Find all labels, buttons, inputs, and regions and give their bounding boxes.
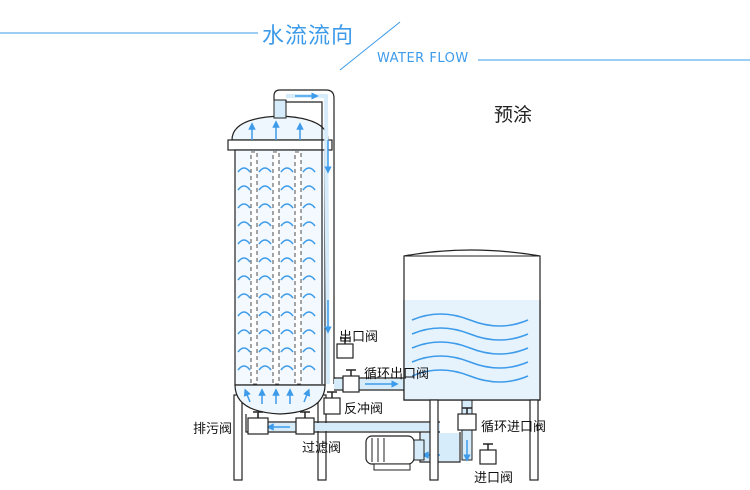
valve-icon <box>457 407 477 431</box>
label-circulation-outlet-valve: 循环出口阀 <box>364 367 430 382</box>
filter-element <box>294 151 302 385</box>
flow-arrow <box>237 185 251 191</box>
flow-arrow <box>237 293 251 299</box>
label-inlet-valve: 进口阀 <box>474 471 514 486</box>
header-title: 水流流向 <box>262 24 355 49</box>
label-filter-valve: 过滤阀 <box>302 441 342 456</box>
flow-arrow <box>237 239 251 245</box>
flow-arrow <box>280 293 294 299</box>
flow-arrow <box>280 203 294 209</box>
flow-arrow <box>237 203 251 209</box>
flow-arrow <box>237 275 251 281</box>
flow-arrow <box>258 311 272 317</box>
flow-arrow <box>237 347 251 353</box>
flow-arrow <box>280 311 294 317</box>
flow-arrow <box>258 185 272 191</box>
flow-arrow <box>258 239 272 245</box>
flow-arrow <box>280 257 294 263</box>
flow-arrow <box>280 275 294 281</box>
flow-arrow <box>258 293 272 299</box>
valve-icon <box>247 411 269 435</box>
flow-arrow <box>258 221 272 227</box>
flow-arrow <box>302 293 316 299</box>
label-circulation-inlet-valve: 循环进口阀 <box>481 420 547 435</box>
flow-arrow <box>302 203 316 209</box>
flow-arrow <box>258 167 272 173</box>
flow-arrow <box>243 388 251 403</box>
header-subtitle: WATER FLOW <box>377 51 469 66</box>
flow-arrow <box>237 167 251 173</box>
flow-arrow <box>237 329 251 335</box>
flow-arrow <box>302 185 316 191</box>
valve-icon <box>336 337 354 359</box>
stage-label: 预涂 <box>494 104 533 126</box>
flow-arrow <box>280 167 294 173</box>
flow-arrow <box>302 239 316 245</box>
filter-tank <box>227 99 333 481</box>
filter-element <box>250 151 258 385</box>
water-tank <box>403 249 541 481</box>
flow-arrow <box>258 257 272 263</box>
header-decoration <box>0 21 750 71</box>
flow-arrow <box>302 329 316 335</box>
flow-arrow <box>280 365 294 371</box>
flow-arrow <box>280 329 294 335</box>
pump <box>365 435 425 471</box>
flow-arrow <box>258 203 272 209</box>
filter-elements <box>237 120 316 404</box>
flow-arrow <box>237 257 251 263</box>
flow-arrow <box>302 275 316 281</box>
valve-icon <box>295 411 315 435</box>
flow-arrow <box>237 221 251 227</box>
flow-arrow <box>237 365 251 371</box>
flow-arrow <box>258 365 272 371</box>
flow-arrow <box>302 365 316 371</box>
outlet-pipe <box>273 89 335 385</box>
flow-arrow <box>258 347 272 353</box>
flow-arrow <box>302 257 316 263</box>
valve-icon <box>323 391 341 415</box>
flow-arrow <box>303 388 311 403</box>
flow-arrow <box>258 275 272 281</box>
flow-arrow <box>237 311 251 317</box>
flow-arrow <box>302 311 316 317</box>
label-drain-valve: 排污阀 <box>193 422 233 437</box>
flow-arrow <box>302 167 316 173</box>
valve-icon <box>342 369 360 393</box>
flow-arrow <box>280 185 294 191</box>
flow-arrow <box>302 221 316 227</box>
flow-arrow <box>280 239 294 245</box>
flow-arrow <box>302 347 316 353</box>
flow-arrow <box>280 221 294 227</box>
flow-arrow <box>258 329 272 335</box>
label-outlet-valve: 出口阀 <box>339 330 379 345</box>
filter-element <box>272 151 280 385</box>
flow-arrow <box>280 347 294 353</box>
valve-icon <box>479 443 497 465</box>
label-backwash-valve: 反冲阀 <box>344 402 384 417</box>
